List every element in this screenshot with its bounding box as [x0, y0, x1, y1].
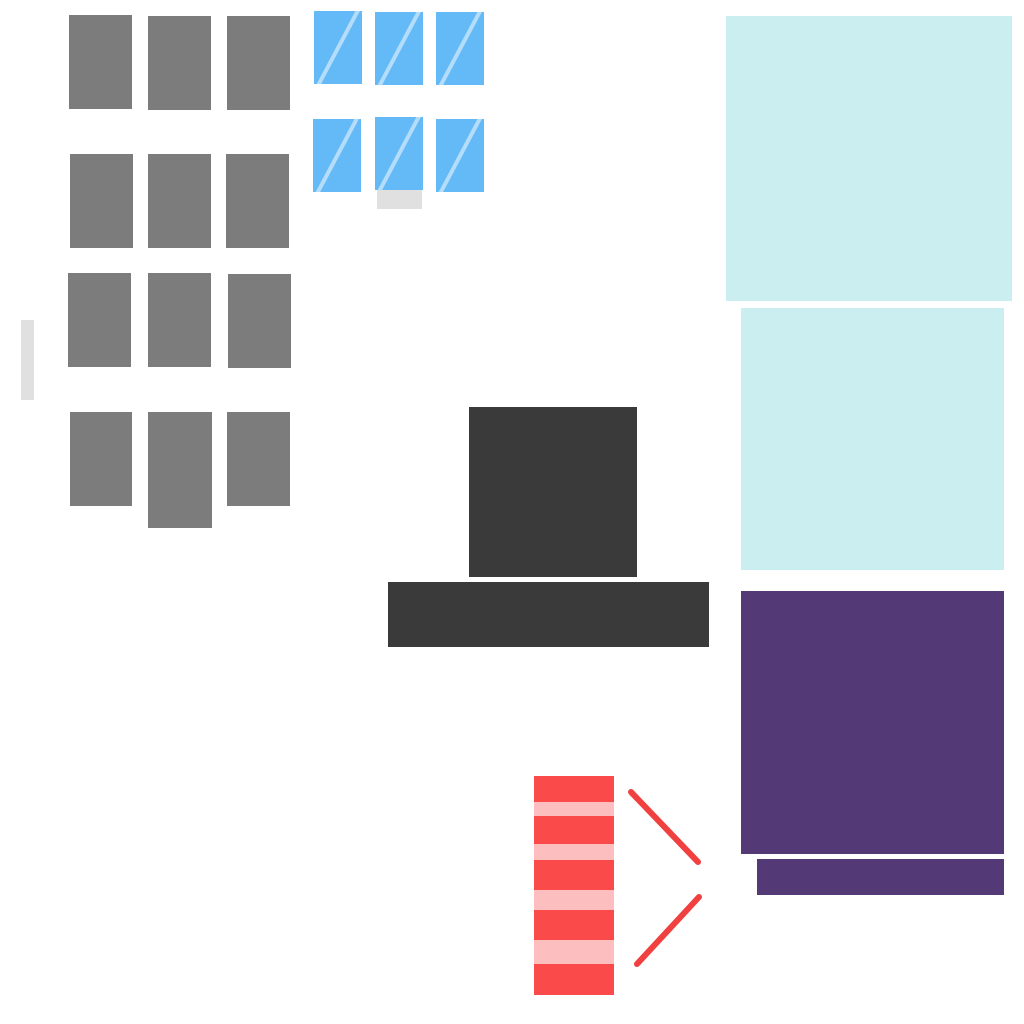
- light-panel-top: [726, 16, 1012, 301]
- tile-r1-c2: [148, 16, 211, 110]
- glass-base: [377, 190, 422, 209]
- glass-panel-r1-c3: [436, 12, 484, 85]
- tile-r4-c1: [70, 412, 132, 506]
- glass-panel-r2-c2: [375, 117, 423, 190]
- tile-r3-c3: [228, 274, 291, 368]
- glass-panel-r1-c2: [375, 12, 423, 85]
- light-panel-middle: [741, 308, 1004, 570]
- red-line-lower: [634, 894, 702, 967]
- glass-panel-r2-c1: [313, 119, 361, 192]
- glass-panel-r2-c3: [436, 119, 484, 192]
- tile-r2-c2: [148, 154, 211, 248]
- tile-r4-c2: [148, 412, 212, 528]
- tile-r2-c3: [226, 154, 289, 248]
- tile-r3-c2: [148, 273, 211, 367]
- dark-square: [469, 407, 637, 577]
- striped-column: [534, 776, 614, 995]
- stripe: [534, 844, 614, 860]
- tile-r3-c1: [68, 273, 131, 367]
- red-line-upper: [628, 789, 701, 865]
- tile-r1-c1: [69, 15, 132, 109]
- tile-r2-c1: [70, 154, 133, 248]
- stripe: [534, 802, 614, 816]
- side-bar: [21, 320, 34, 400]
- glass-panel-r1-c1: [314, 11, 362, 84]
- stripe: [534, 890, 614, 910]
- tile-r1-c3: [227, 16, 290, 110]
- purple-panel: [741, 591, 1004, 854]
- dark-base-bar: [388, 582, 709, 647]
- tile-r4-c3: [227, 412, 290, 506]
- purple-bar: [757, 859, 1004, 895]
- stripe: [534, 940, 614, 964]
